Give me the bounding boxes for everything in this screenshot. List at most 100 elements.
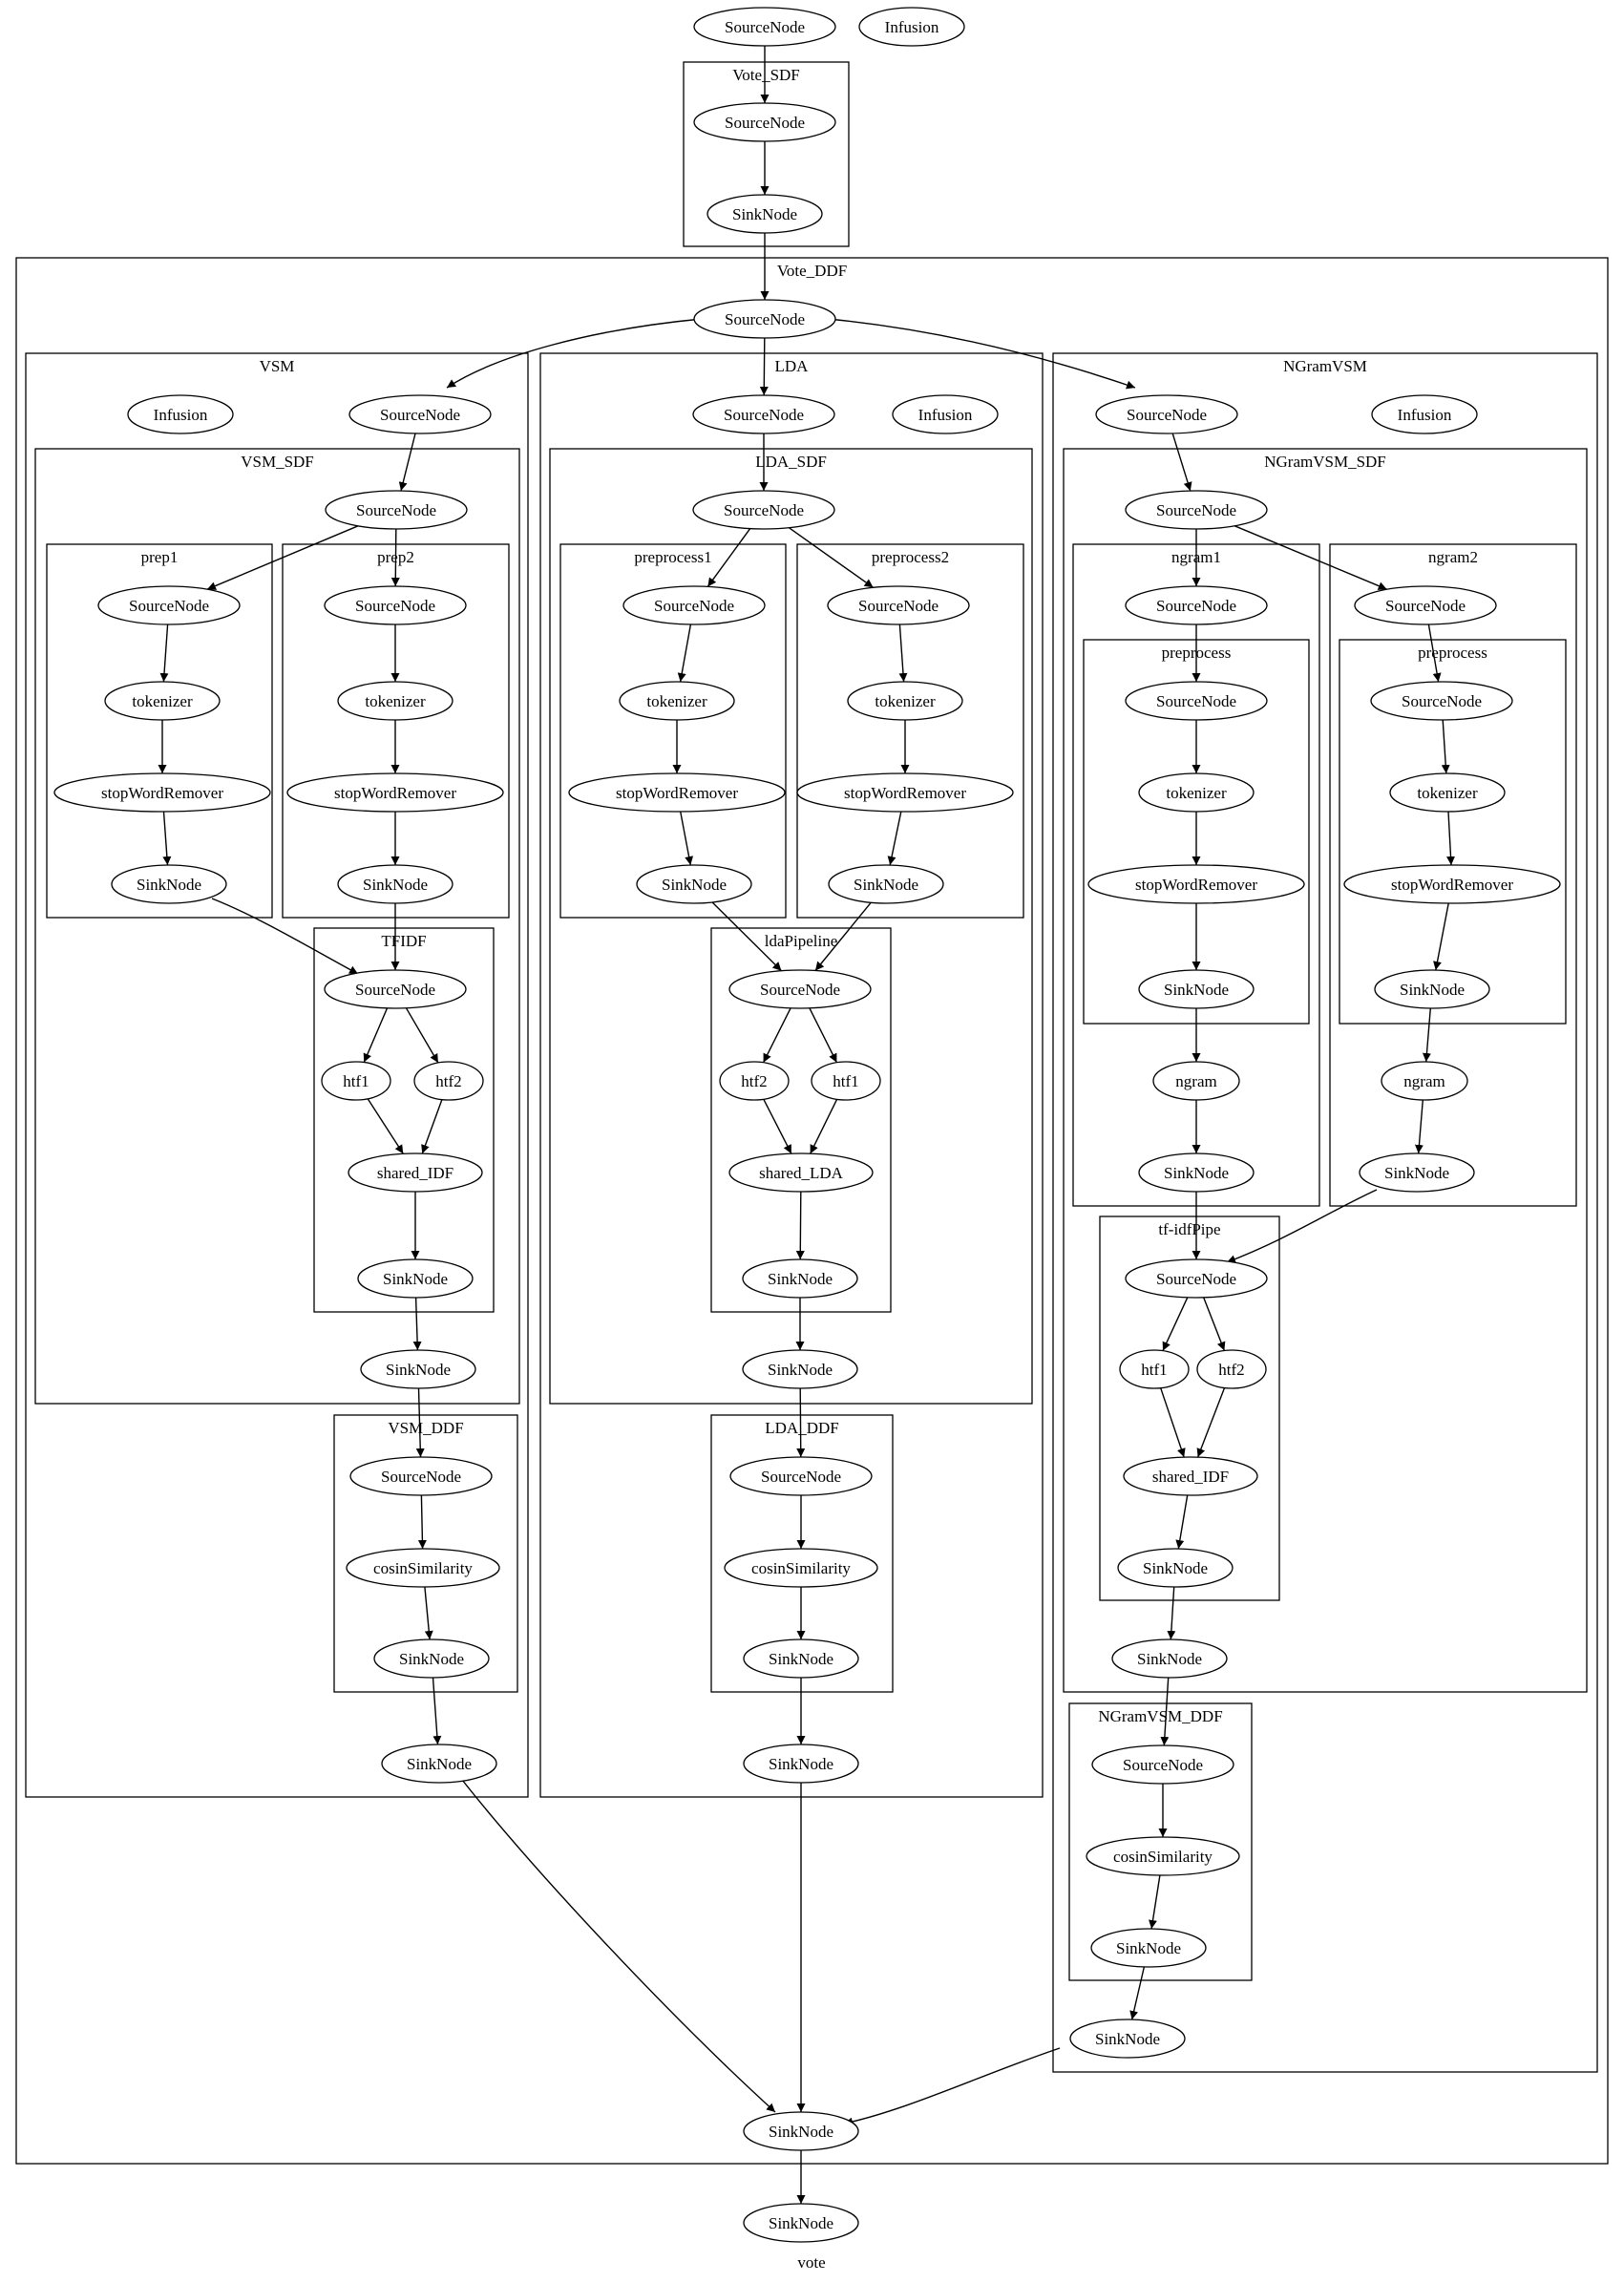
node-ellipse	[1354, 585, 1497, 625]
node-p1_stop: stopWordRemover	[53, 772, 271, 813]
edge-tp_sink-to-ngsdf_sink	[1167, 1586, 1176, 1640]
edge-vddf_src-to-vsm_src	[446, 318, 703, 389]
node-label: SourceNode	[355, 981, 435, 999]
edge-vsm_src-to-vsmsdf_src	[398, 433, 416, 492]
node-label: SourceNode	[1156, 597, 1236, 615]
cluster-label: TFIDF	[381, 932, 426, 950]
node-ellipse	[636, 864, 752, 904]
node-ngddf_cos: cosinSimilarity	[1086, 1836, 1240, 1876]
edge-pp1_src-to-pp1_tok	[677, 624, 692, 683]
node-ellipse	[286, 772, 504, 813]
cluster-label: preprocess1	[634, 548, 711, 566]
node-ellipse	[1138, 1152, 1255, 1193]
node-pp2_sink: SinkNode	[828, 864, 944, 904]
edge-tf_sink-to-vsmsdf_sink	[412, 1297, 422, 1351]
node-tp_htf2: htf2	[1196, 1349, 1267, 1389]
node-ellipse	[1095, 394, 1238, 434]
cluster-box	[539, 352, 1044, 1798]
node-ellipse	[357, 1258, 474, 1299]
edge-ng_sink-to-vddf_sink	[843, 2047, 1061, 2126]
node-ellipse	[53, 772, 271, 813]
edge-vsmsdf_src-to-p1_src	[206, 525, 359, 590]
cluster-box	[796, 543, 1024, 919]
node-p1_tok: tokenizer	[104, 681, 221, 721]
node-label: SourceNode	[1127, 406, 1207, 424]
node-ellipse	[413, 1061, 484, 1101]
cluster-vsm: VSM	[25, 352, 529, 1798]
node-ellipse	[743, 2111, 859, 2151]
node-label: SinkNode	[407, 1755, 472, 1773]
node-tp_sink: SinkNode	[1117, 1548, 1234, 1588]
node-pp1_stop: stopWordRemover	[568, 772, 786, 813]
edge-ng_src-to-ngsdf_src	[1171, 433, 1192, 492]
cluster-ngram2: ngram2	[1329, 543, 1577, 1207]
node-ellipse	[728, 1152, 874, 1193]
node-ellipse	[742, 1258, 858, 1299]
node-ellipse	[348, 394, 492, 434]
node-ellipse	[111, 864, 227, 904]
node-pp2_src: SourceNode	[827, 585, 970, 625]
node-ldasdf_src: SourceNode	[692, 490, 835, 530]
cluster-box	[1099, 1215, 1280, 1601]
node-label: stopWordRemover	[616, 784, 738, 802]
node-vsm_inf: Infusion	[127, 394, 234, 434]
node-label: tokenizer	[132, 692, 193, 710]
edge-vddf_src-to-ng_src	[827, 318, 1136, 390]
node-label: SourceNode	[725, 310, 805, 328]
node-ellipse	[811, 1061, 881, 1101]
cluster-tfidf: TFIDF	[313, 927, 495, 1313]
node-vsmsdf_src: SourceNode	[325, 490, 468, 530]
edge-vsmddf_src-to-vsmddf_cos	[417, 1494, 427, 1550]
node-label: tokenizer	[646, 692, 707, 710]
node-final_sink: SinkNode	[743, 2203, 859, 2243]
node-label: SinkNode	[1164, 1164, 1229, 1182]
node-label: Infusion	[154, 406, 208, 424]
node-ellipse	[1138, 772, 1255, 813]
cluster-label: LDA	[775, 357, 810, 375]
node-ldaddf_sink: SinkNode	[743, 1638, 859, 1679]
edge-ldasdf_sink-to-ldaddf_src	[796, 1387, 806, 1458]
edge-p1_stop-to-p1_sink	[162, 811, 172, 866]
node-label: SourceNode	[1123, 1756, 1203, 1774]
edge-lp_lda-to-lp_sink	[795, 1191, 805, 1260]
node-label: stopWordRemover	[844, 784, 966, 802]
cluster-box	[34, 448, 520, 1405]
node-label: SinkNode	[768, 1270, 833, 1288]
edge-pp2_sink-to-lp_src	[814, 901, 872, 971]
node-ellipse	[892, 394, 999, 434]
cluster-box	[559, 543, 787, 919]
cluster-lda_ddf: LDA_DDF	[710, 1414, 894, 1693]
node-ellipse	[724, 1548, 878, 1588]
node-tf_htf1: htf1	[321, 1061, 391, 1101]
cluster-box	[25, 352, 529, 1798]
node-label: SinkNode	[137, 876, 201, 894]
cluster-box	[1052, 352, 1598, 2073]
node-ellipse	[743, 1638, 859, 1679]
edge-lp_htf2-to-lp_lda	[763, 1098, 792, 1154]
node-tf_src: SourceNode	[324, 969, 467, 1009]
cluster-box	[1068, 1702, 1253, 1981]
node-ng2p_stop: stopWordRemover	[1343, 864, 1561, 904]
cluster-box	[1339, 639, 1567, 1025]
node-label: SinkNode	[769, 2214, 833, 2232]
node-ng2_ngram: ngram	[1381, 1061, 1468, 1101]
cluster-vote_sdf: Vote_SDF	[683, 61, 850, 247]
node-label: SourceNode	[1402, 692, 1482, 710]
node-label: SinkNode	[383, 1270, 448, 1288]
node-tp_idf: shared_IDF	[1123, 1456, 1258, 1496]
cluster-label: NGramVSM	[1283, 357, 1367, 375]
node-pp1_sink: SinkNode	[636, 864, 752, 904]
node-ellipse	[847, 681, 963, 721]
edge-pp1_sink-to-lp_src	[711, 901, 782, 972]
node-ellipse	[693, 7, 836, 47]
node-label: shared_IDF	[1152, 1468, 1229, 1486]
node-lp_sink: SinkNode	[742, 1258, 858, 1299]
node-label: SourceNode	[381, 1468, 461, 1486]
edge-pp2_stop-to-pp2_sink	[887, 811, 902, 866]
cluster-box	[683, 61, 850, 247]
node-label: Infusion	[918, 406, 973, 424]
node-tp_htf1: htf1	[1119, 1349, 1190, 1389]
node-label: shared_IDF	[377, 1164, 453, 1182]
node-label: SourceNode	[725, 18, 805, 36]
node-tf_htf2: htf2	[413, 1061, 484, 1101]
